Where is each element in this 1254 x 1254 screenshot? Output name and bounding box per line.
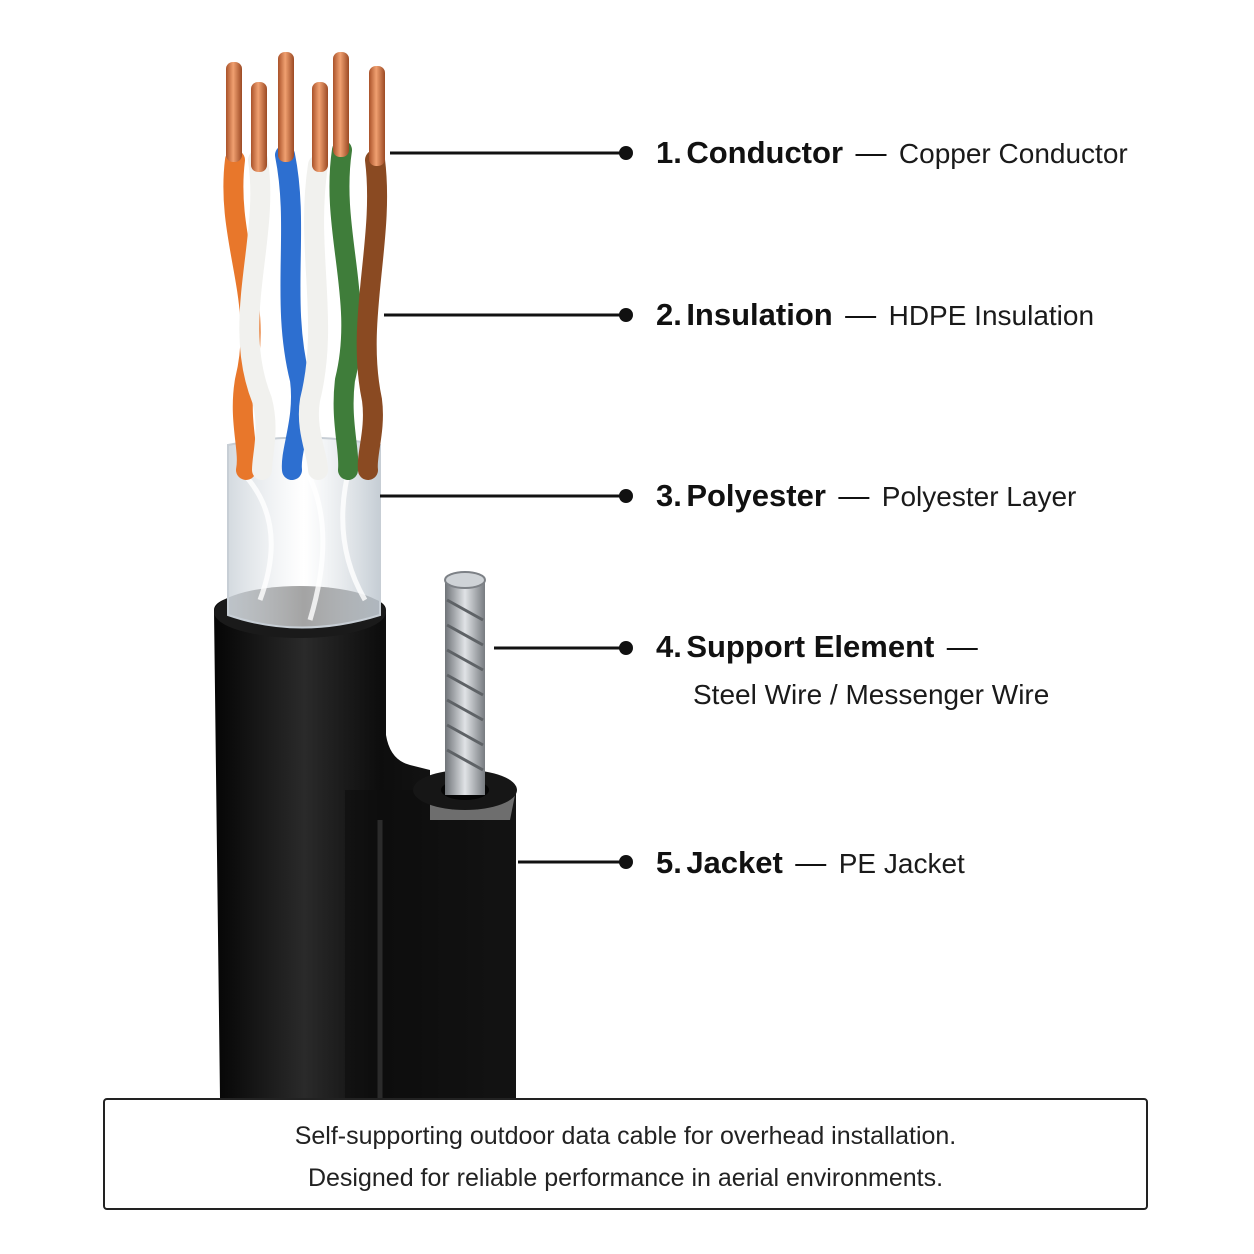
callout-description: Copper Conductor — [898, 138, 1128, 169]
caption-line-2: Designed for reliable performance in aer… — [307, 1164, 944, 1192]
callout-dash: — — [838, 478, 870, 513]
polyester-layer-shape — [227, 436, 381, 629]
leader-dot-icon — [619, 489, 633, 503]
callout-dash: — — [855, 135, 887, 170]
leader-dot-icon — [619, 146, 633, 160]
callout-support-element: 4. Support Element — Steel Wire / Messen… — [656, 629, 1049, 711]
callout-polyester: 3. Polyester — Polyester Layer — [656, 478, 1076, 514]
callout-title: Polyester — [686, 478, 826, 513]
pe-jacket-shape — [214, 586, 517, 1098]
callout-title: Insulation — [686, 297, 833, 332]
leader-dot-icon — [619, 308, 633, 322]
callout-title: Support Element — [686, 629, 935, 664]
callout-number: 2. — [656, 297, 682, 332]
caption-line-1: Self-supporting outdoor data cable for o… — [294, 1122, 957, 1150]
callout-title: Conductor — [686, 135, 844, 170]
twisted-pairs-shape — [223, 140, 388, 480]
callout-description: Steel Wire / Messenger Wire — [693, 679, 1050, 710]
leader-dot-icon — [619, 641, 633, 655]
callout-dash: — — [845, 297, 877, 332]
callout-insulation: 2. Insulation — HDPE Insulation — [656, 297, 1094, 333]
caption-box: Self-supporting outdoor data cable for o… — [103, 1098, 1148, 1210]
steel-messenger-wire-shape — [444, 571, 486, 795]
callout-jacket: 5. Jacket — PE Jacket — [656, 845, 965, 881]
callout-dash: — — [795, 845, 827, 880]
leader-dot-icon — [619, 855, 633, 869]
callout-number: 4. — [656, 629, 682, 664]
callout-dash: — — [946, 629, 978, 664]
callout-description: PE Jacket — [838, 848, 965, 879]
copper-conductors-shape — [226, 52, 385, 172]
callout-conductor: 1. Conductor — Copper Conductor — [656, 135, 1128, 171]
callout-number: 3. — [656, 478, 682, 513]
callout-description: Polyester Layer — [881, 481, 1077, 512]
callout-number: 5. — [656, 845, 682, 880]
callout-title: Jacket — [686, 845, 783, 880]
callout-description: HDPE Insulation — [888, 300, 1095, 331]
callout-number: 1. — [656, 135, 682, 170]
